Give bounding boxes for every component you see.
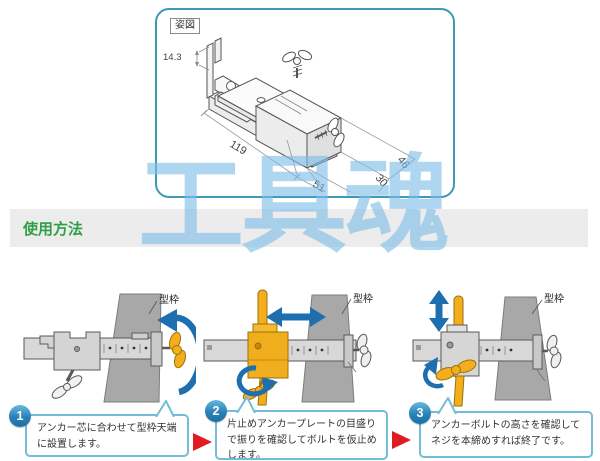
height-arrow bbox=[429, 290, 449, 332]
clamp-block bbox=[39, 331, 101, 371]
step2-text: 片止めアンカープレートの目盛りで振りを確認してボルトを仮止めします。 bbox=[227, 419, 377, 460]
top-wing-nut bbox=[282, 49, 313, 78]
side-wing-bolt bbox=[314, 117, 345, 148]
formwork-label: 型枠 bbox=[159, 293, 179, 306]
usage-section-bar: 使用方法 bbox=[10, 209, 588, 247]
step3-bubble: アンカーボルトの高さを確認してネジを本締めすれば終了です。 bbox=[419, 411, 593, 458]
dimension-length-lines bbox=[200, 108, 326, 192]
step1-illustration: 型枠 bbox=[23, 293, 196, 403]
appearance-diagram-panel: 姿図 bbox=[155, 8, 455, 198]
clamp-wing-bolt bbox=[51, 369, 83, 399]
dim-depth-label: 30 bbox=[373, 172, 390, 189]
step1-bubble: アンカー芯に合わせて型枠天端に設置します。 bbox=[25, 414, 189, 457]
dimension-14-3 bbox=[195, 46, 210, 71]
step1-text: アンカー芯に合わせて型枠天端に設置します。 bbox=[37, 423, 177, 450]
step2-to-step3-arrow bbox=[392, 431, 411, 449]
step2-illustration: 型枠 bbox=[203, 289, 373, 406]
step3-text: アンカーボルトの高さを確認してネジを本締めすれば終了です。 bbox=[431, 420, 581, 447]
rotate-arrow-small bbox=[236, 365, 278, 397]
formwork-label: 型枠 bbox=[544, 292, 564, 305]
technical-drawing: 14.3 119 51 46 30 bbox=[163, 37, 416, 192]
anchor-rod-lower bbox=[453, 375, 465, 407]
step3-illustration: 型枠 bbox=[412, 290, 564, 407]
dim-height-label: 14.3 bbox=[163, 52, 182, 63]
dimension-right-lines bbox=[306, 117, 416, 192]
formwork-label: 型枠 bbox=[353, 292, 373, 305]
bubble2-pointer bbox=[236, 396, 256, 413]
slide-arrow bbox=[266, 307, 326, 327]
rotate-arrow bbox=[157, 309, 196, 396]
bubble3-pointer bbox=[437, 397, 457, 414]
step3-number-badge: 3 bbox=[409, 402, 431, 424]
rail-scale bbox=[96, 344, 148, 353]
rotate-arrow-small bbox=[422, 357, 444, 389]
step2-number-badge: 2 bbox=[205, 400, 227, 422]
bubble1-pointer bbox=[155, 400, 175, 417]
gray-wing-nut bbox=[542, 334, 562, 369]
step1-to-step2-arrow bbox=[193, 433, 212, 451]
step1-number-badge: 1 bbox=[9, 405, 31, 427]
dim-width-label: 46 bbox=[395, 154, 412, 171]
dim-mid-label: 51 bbox=[310, 178, 327, 192]
yellow-wing-bolt bbox=[435, 359, 477, 381]
diagram-label: 姿図 bbox=[170, 18, 200, 34]
yellow-wing-nut bbox=[162, 331, 187, 369]
step2-bubble: 片止めアンカープレートの目盛りで振りを確認してボルトを仮止めします。 bbox=[215, 410, 388, 460]
gray-wing-nut bbox=[353, 333, 372, 368]
usage-section-title: 使用方法 bbox=[23, 220, 84, 238]
